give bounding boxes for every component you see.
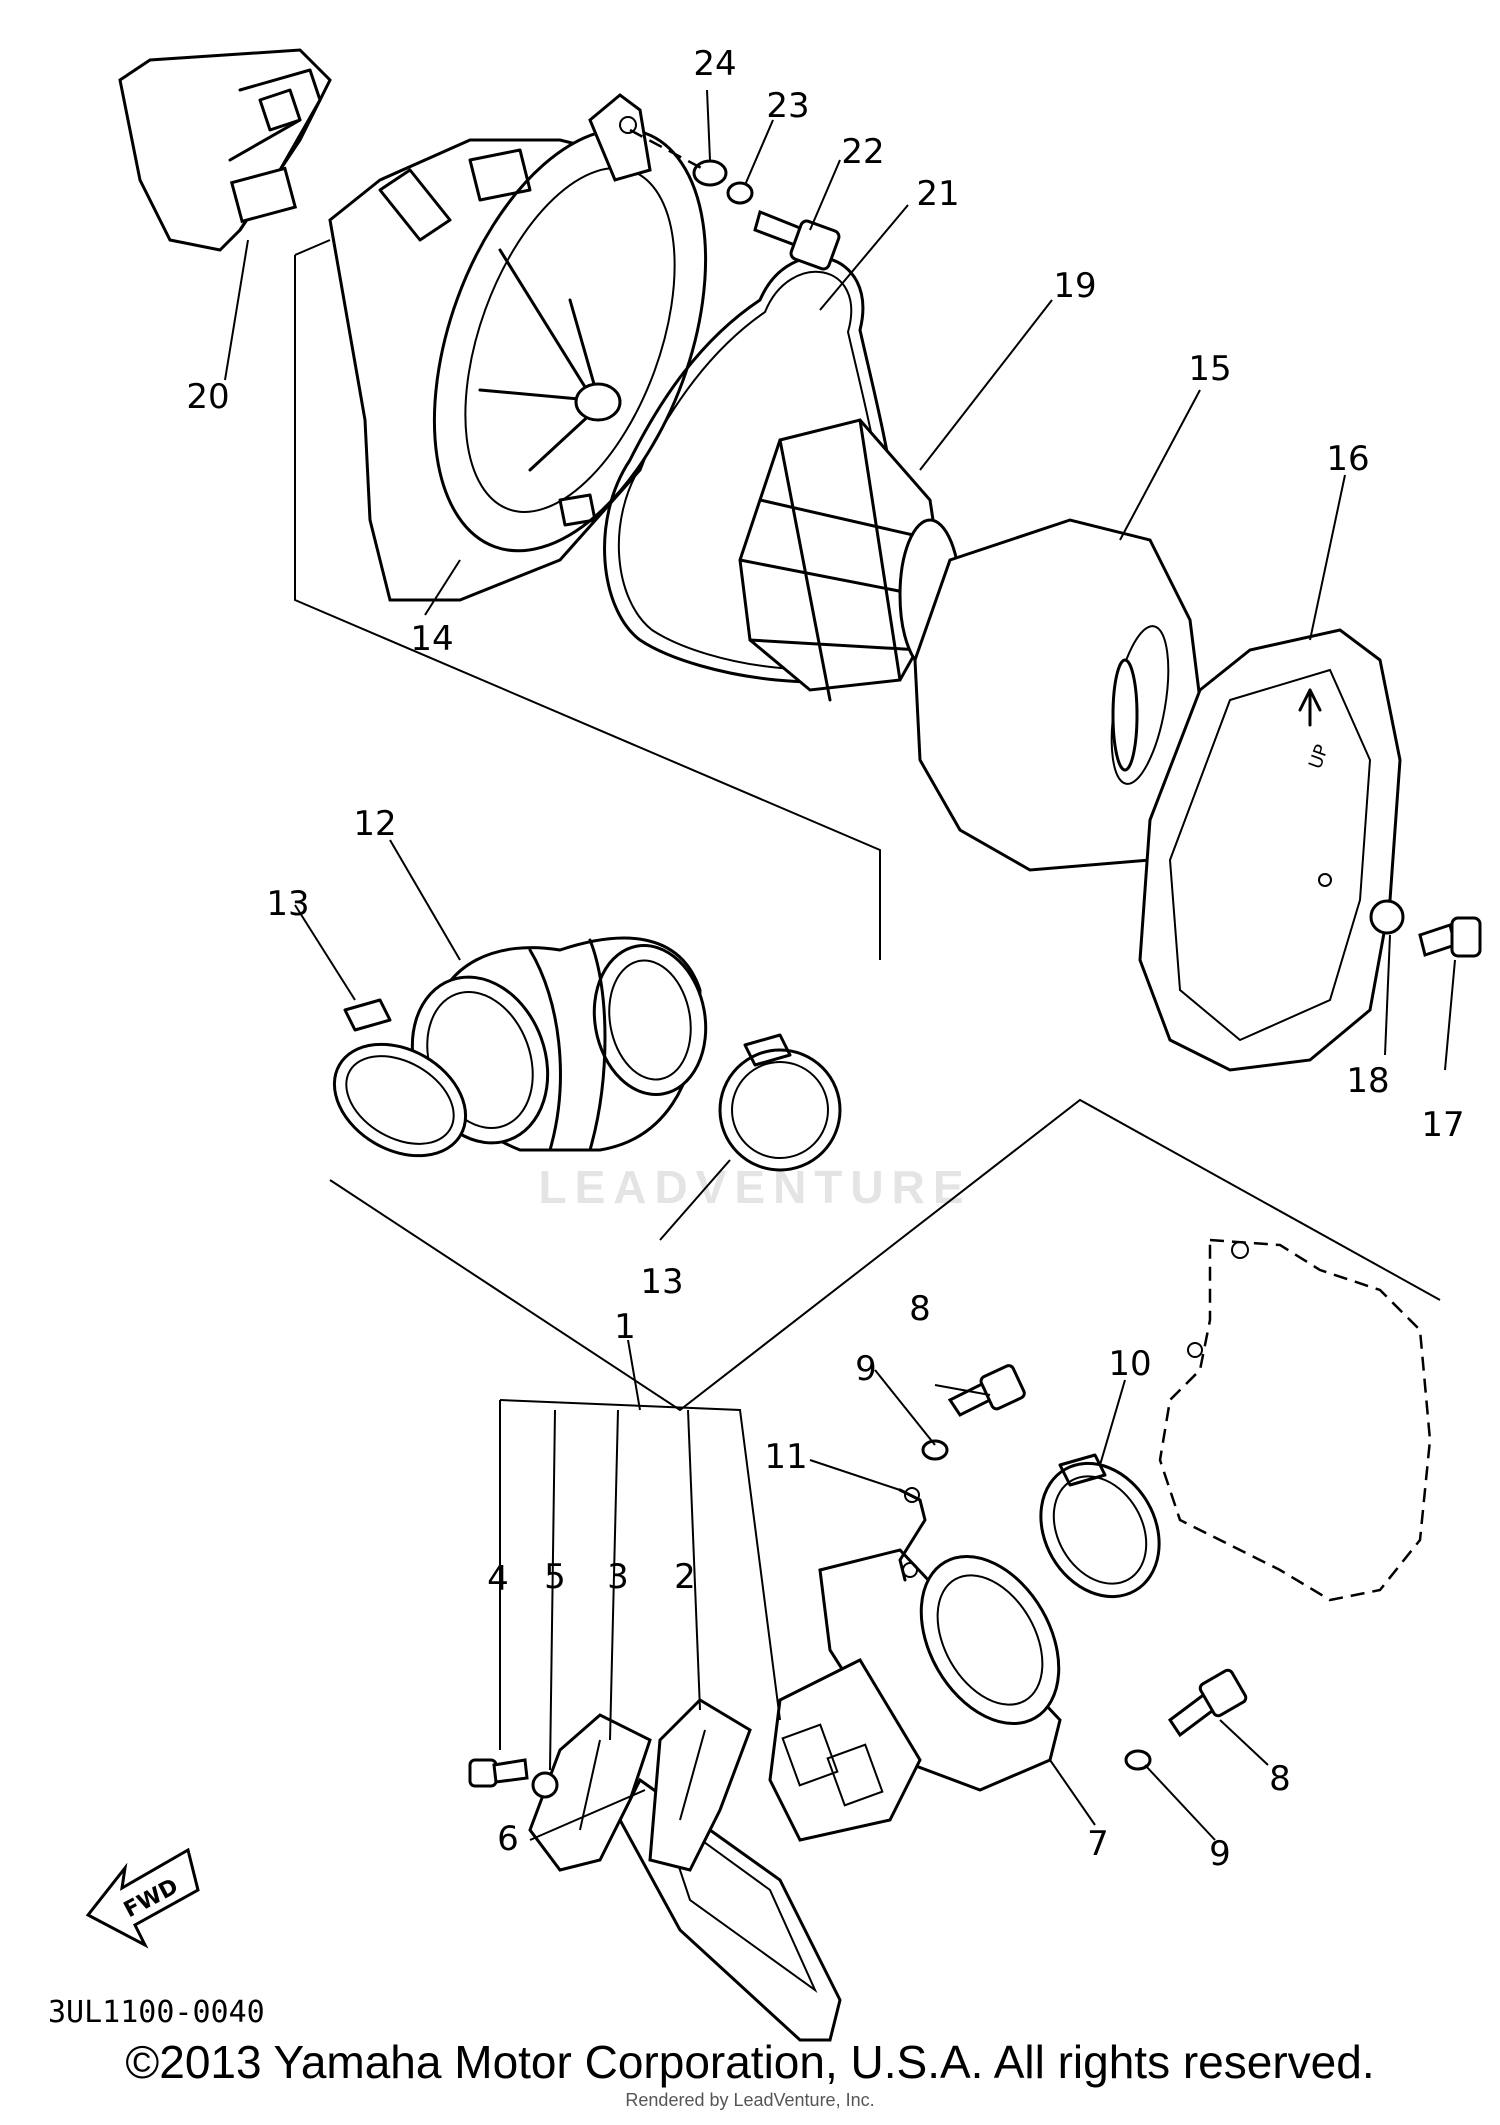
part-17-bolt[interactable] bbox=[1418, 916, 1482, 958]
part-7-reed-valve-assembly[interactable] bbox=[768, 1532, 1087, 1842]
label-18: 18 bbox=[1346, 1061, 1389, 1101]
label-9-upper: 9 bbox=[855, 1349, 877, 1389]
part-18-washer[interactable] bbox=[1369, 899, 1405, 935]
label-8-upper: 8 bbox=[909, 1289, 931, 1329]
label-19: 19 bbox=[1053, 266, 1096, 306]
leader-lines bbox=[224, 89, 1456, 1841]
part-9-washer-upper[interactable] bbox=[921, 1439, 949, 1461]
part-20-intake-duct[interactable] bbox=[118, 48, 332, 252]
label-24: 24 bbox=[693, 44, 736, 84]
label-21: 21 bbox=[916, 174, 959, 214]
part-23-washer[interactable] bbox=[726, 181, 754, 205]
label-13-upper: 13 bbox=[266, 884, 309, 924]
rendered-by-notice: Rendered by LeadVenture, Inc. bbox=[625, 2090, 875, 2110]
label-8-lower: 8 bbox=[1269, 1759, 1291, 1799]
fwd-arrow-icon: FWD bbox=[85, 1847, 200, 1949]
label-15: 15 bbox=[1188, 349, 1231, 389]
label-9-lower: 9 bbox=[1209, 1834, 1231, 1874]
part-15-filter-element[interactable] bbox=[913, 518, 1202, 872]
diagram-code: 3UL1100-0040 bbox=[48, 1995, 265, 2030]
label-22: 22 bbox=[841, 132, 884, 172]
part-13-clamp-left[interactable] bbox=[314, 998, 485, 1178]
part-9-washer-lower[interactable] bbox=[1124, 1749, 1152, 1771]
label-6: 6 bbox=[497, 1819, 519, 1859]
leadventure-watermark: LEADVENTURE bbox=[538, 1161, 972, 1213]
part-8-bolt-lower[interactable] bbox=[1167, 1668, 1248, 1738]
label-13-lower: 13 bbox=[640, 1262, 683, 1302]
label-3: 3 bbox=[607, 1557, 629, 1597]
label-1: 1 bbox=[614, 1307, 636, 1347]
label-12: 12 bbox=[353, 804, 396, 844]
label-11: 11 bbox=[764, 1437, 807, 1477]
copyright-notice: ©2013 Yamaha Motor Corporation, U.S.A. A… bbox=[125, 2036, 1375, 2088]
part-3-reed-stopper[interactable] bbox=[528, 1713, 652, 1872]
part-24-washer[interactable] bbox=[692, 159, 728, 187]
part-13-clamp-right[interactable] bbox=[718, 1033, 842, 1172]
label-5: 5 bbox=[544, 1557, 566, 1597]
carburetor-phantom bbox=[1158, 1238, 1432, 1602]
part-2-reed-valve[interactable] bbox=[648, 1698, 752, 1872]
part-19-filter-cage[interactable] bbox=[738, 418, 962, 702]
part-22-bolt[interactable] bbox=[753, 209, 841, 271]
label-10: 10 bbox=[1108, 1344, 1151, 1384]
group-outline-upper bbox=[294, 239, 881, 960]
label-2: 2 bbox=[674, 1557, 696, 1597]
label-23: 23 bbox=[766, 86, 809, 126]
part-16-cover[interactable]: UP bbox=[1138, 628, 1402, 1072]
group-outline-lower bbox=[329, 1098, 1441, 1412]
part-5-washer[interactable] bbox=[531, 1771, 559, 1799]
label-4: 4 bbox=[487, 1559, 509, 1599]
label-17: 17 bbox=[1421, 1105, 1464, 1145]
part-10-clamp[interactable] bbox=[1017, 1442, 1182, 1618]
label-7: 7 bbox=[1087, 1824, 1109, 1864]
label-16: 16 bbox=[1326, 439, 1369, 479]
label-14: 14 bbox=[410, 619, 453, 659]
part-4-screw[interactable] bbox=[468, 1758, 529, 1788]
part-11-bracket[interactable] bbox=[898, 1487, 927, 1582]
label-20: 20 bbox=[186, 377, 229, 417]
bolt-alignment-line bbox=[629, 128, 706, 172]
